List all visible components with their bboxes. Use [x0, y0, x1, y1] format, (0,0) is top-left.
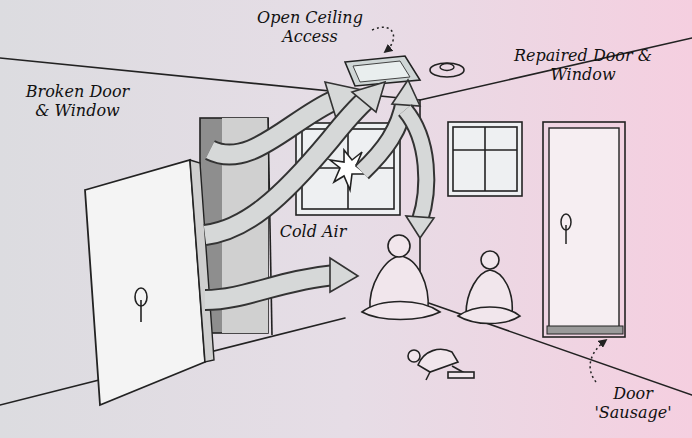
light-fixture	[430, 63, 464, 77]
repaired-door	[549, 128, 619, 328]
callout-label: Cold Air	[268, 222, 358, 241]
leader-line	[590, 340, 606, 382]
callout-label: Repaired Door & Window	[508, 46, 658, 84]
light-fixture	[440, 64, 454, 71]
repaired-door-frame	[543, 122, 625, 337]
leader-line	[372, 27, 394, 52]
broken-door	[85, 160, 205, 405]
people	[362, 235, 520, 380]
ceiling-hatch-inner	[353, 61, 410, 82]
callout-label: Broken Door & Window	[20, 82, 135, 120]
door-handle	[140, 300, 142, 322]
repaired-window	[448, 122, 522, 196]
door-sausage	[547, 326, 623, 334]
callout-label: Open Ceiling Access	[248, 8, 372, 46]
broken-door-edge	[190, 160, 214, 362]
room-lines	[0, 38, 692, 405]
callout-label: Door 'Sausage'	[588, 384, 678, 422]
door-handle	[565, 225, 567, 244]
